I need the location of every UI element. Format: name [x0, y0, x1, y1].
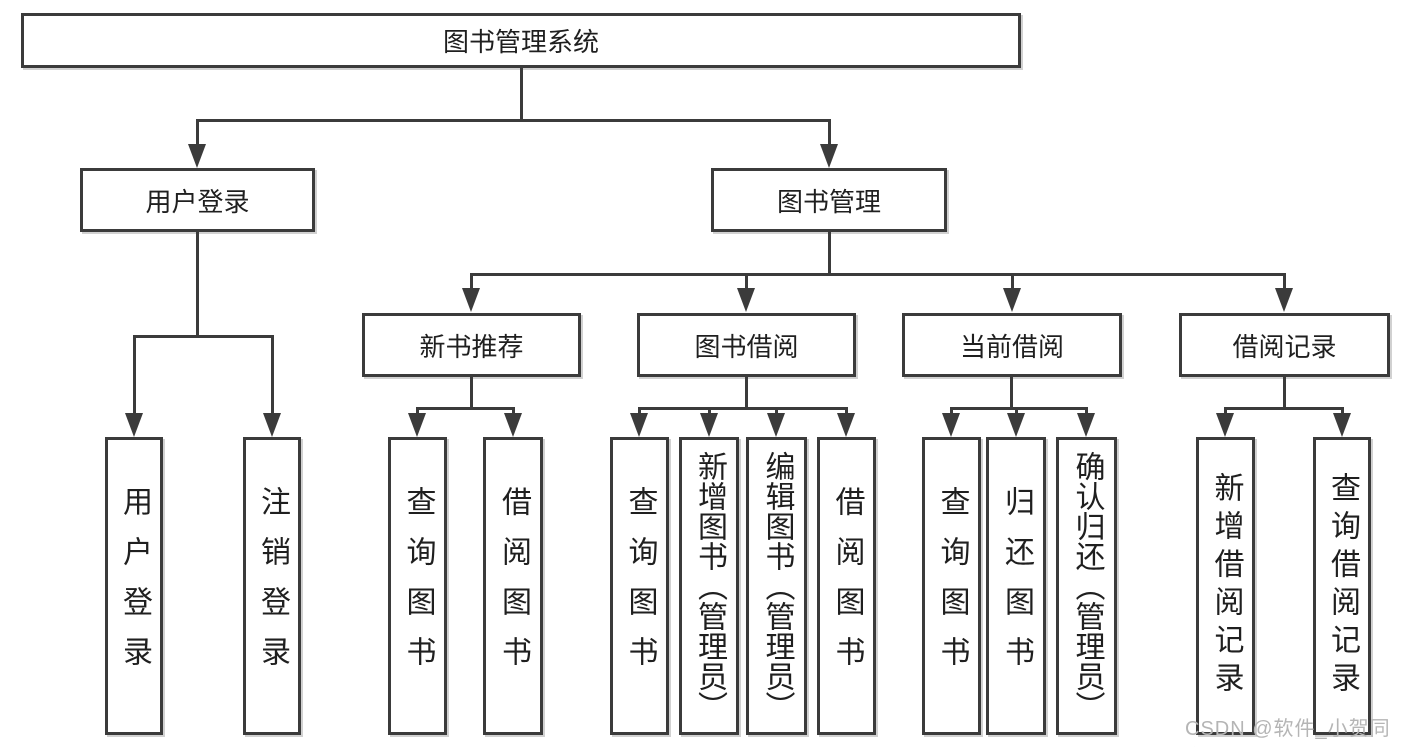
connector-line	[197, 119, 831, 122]
leaf-bb-borrow-books: 借阅图书	[817, 437, 876, 735]
arrow-down-icon	[767, 413, 785, 437]
arrow-down-icon	[188, 144, 206, 168]
connector-line	[828, 119, 831, 147]
arrow-down-icon	[504, 413, 522, 437]
connector-line	[416, 407, 515, 410]
connector-line	[1283, 376, 1286, 407]
arrow-down-icon	[630, 413, 648, 437]
connector-line	[1283, 273, 1286, 290]
arrow-down-icon	[1333, 413, 1351, 437]
arrow-down-icon	[1007, 413, 1025, 437]
connector-line	[1010, 376, 1013, 407]
connector-line	[845, 407, 848, 415]
connector-line	[470, 273, 1286, 276]
connector-line	[196, 119, 199, 147]
node-new-book-recommend: 新书推荐	[362, 313, 581, 377]
leaf-cb-query-books: 查询图书	[922, 437, 981, 735]
connector-line	[133, 335, 273, 338]
connector-line	[745, 376, 748, 407]
connector-line	[1011, 273, 1014, 290]
connector-line	[196, 231, 199, 335]
connector-line	[520, 67, 523, 119]
watermark: CSDN @软件_小贺同学	[1185, 718, 1391, 740]
leaf-logout: 注销登录	[243, 437, 301, 735]
connector-line	[638, 407, 641, 415]
connector-line	[133, 335, 136, 415]
arrow-down-icon	[1077, 413, 1095, 437]
connector-line	[470, 273, 473, 290]
connector-line	[638, 407, 847, 410]
node-book-borrow: 图书借阅	[637, 313, 856, 377]
connector-line	[1224, 407, 1227, 415]
arrow-down-icon	[1003, 288, 1021, 312]
connector-line	[512, 407, 515, 415]
leaf-br-query-record: 查询借阅记录	[1313, 437, 1371, 735]
leaf-nb-query-books: 查询图书	[388, 437, 447, 735]
arrow-down-icon	[462, 288, 480, 312]
leaf-bb-query-books: 查询图书	[610, 437, 669, 735]
node-borrow-records: 借阅记录	[1179, 313, 1390, 377]
leaf-br-add-record: 新增借阅记录	[1196, 437, 1255, 735]
node-library-system: 图书管理系统	[21, 13, 1021, 68]
connector-line	[745, 273, 748, 290]
arrow-down-icon	[942, 413, 960, 437]
leaf-nb-borrow-books: 借阅图书	[483, 437, 543, 735]
arrow-down-icon	[820, 144, 838, 168]
arrow-down-icon	[263, 413, 281, 437]
arrow-down-icon	[737, 288, 755, 312]
connector-line	[470, 376, 473, 407]
arrow-down-icon	[125, 413, 143, 437]
arrow-down-icon	[1216, 413, 1234, 437]
connector-line	[950, 407, 1088, 410]
leaf-user-login: 用户登录	[105, 437, 163, 735]
connector-line	[1224, 407, 1343, 410]
arrow-down-icon	[1275, 288, 1293, 312]
leaf-cb-confirm-return-admin: 确认归还（管理员）	[1056, 437, 1117, 735]
connector-line	[828, 231, 831, 273]
leaf-bb-edit-books-admin: 编辑图书（管理员）	[746, 437, 807, 735]
node-user-login: 用户登录	[80, 168, 315, 232]
connector-line	[775, 407, 778, 415]
connector-line	[708, 407, 711, 415]
connector-line	[950, 407, 953, 415]
leaf-bb-add-books-admin: 新增图书（管理员）	[679, 437, 739, 735]
arrow-down-icon	[700, 413, 718, 437]
connector-line	[1341, 407, 1344, 415]
node-book-management: 图书管理	[711, 168, 947, 232]
connector-line	[271, 335, 274, 415]
connector-line	[416, 407, 419, 415]
connector-line	[1015, 407, 1018, 415]
connector-line	[1085, 407, 1088, 415]
node-current-borrow: 当前借阅	[902, 313, 1122, 377]
leaf-cb-return-books: 归还图书	[986, 437, 1046, 735]
arrow-down-icon	[408, 413, 426, 437]
arrow-down-icon	[837, 413, 855, 437]
